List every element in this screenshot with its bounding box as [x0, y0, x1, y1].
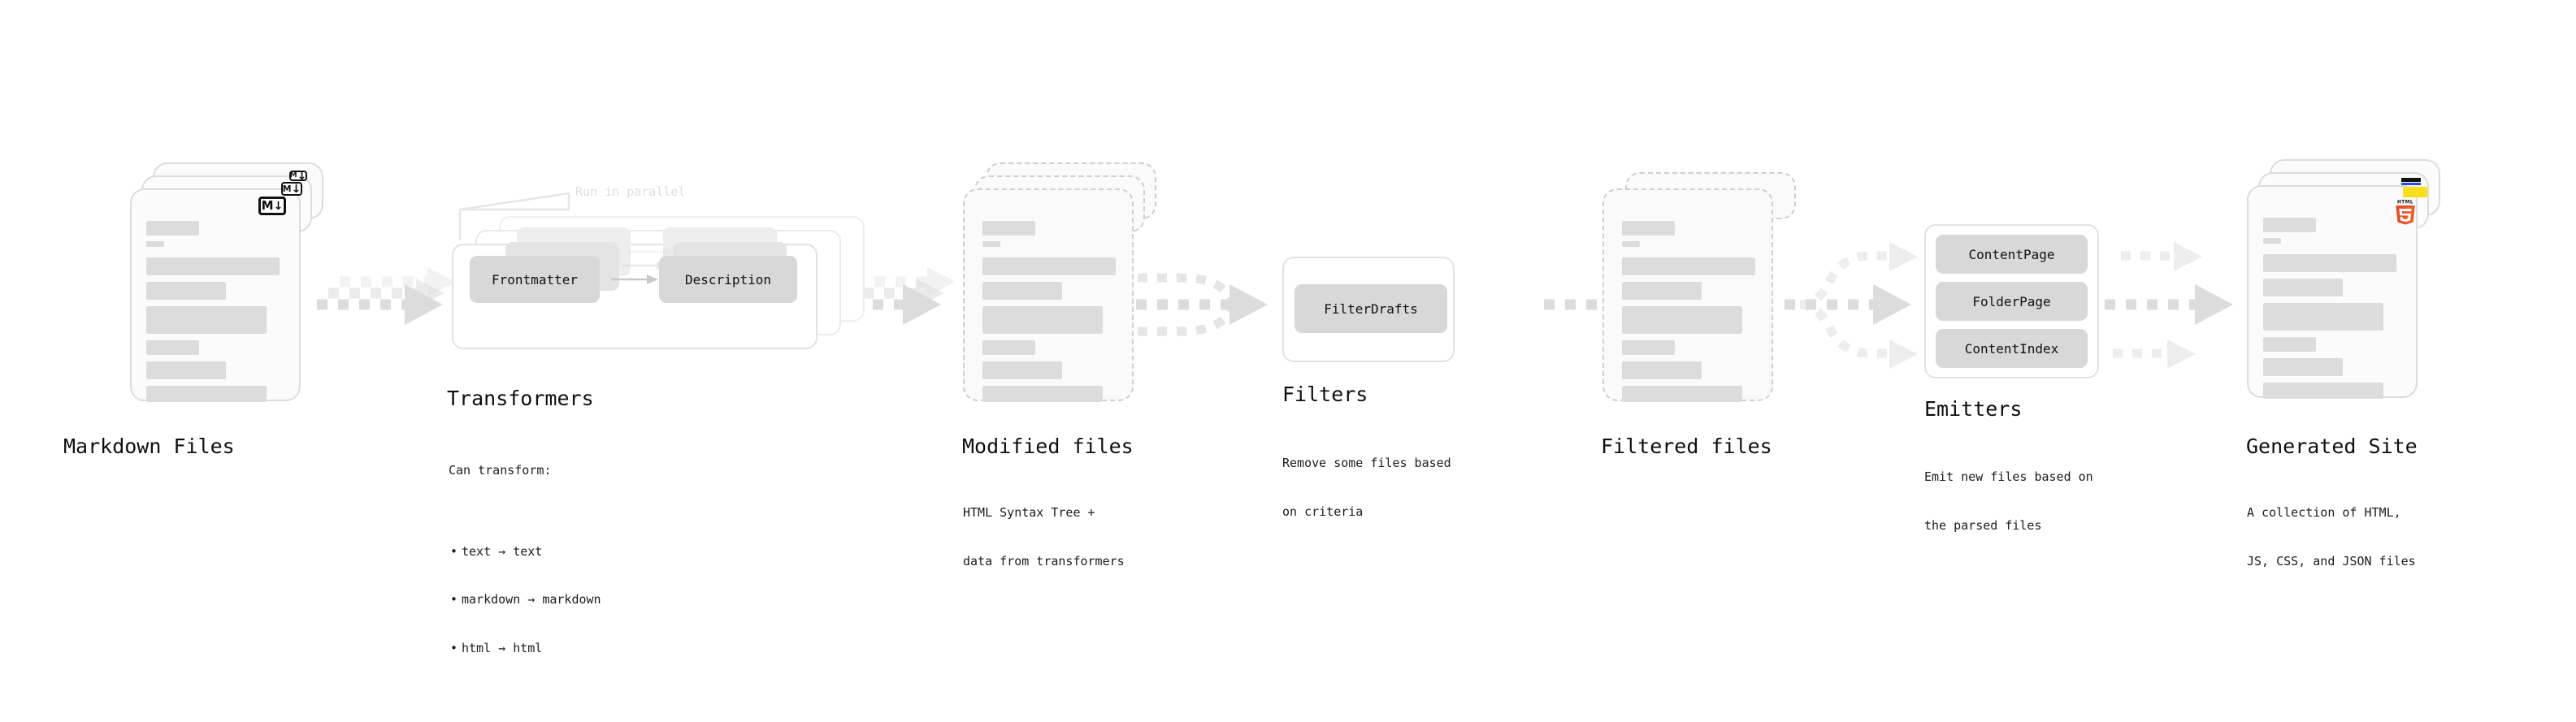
html5-icon: HTML	[2393, 198, 2418, 229]
arrow-markdown-to-transformers	[317, 267, 456, 325]
stage-caption-filters: Remove some files based on criteria	[1282, 423, 1451, 553]
caption-line: HTML Syntax Tree +	[963, 504, 1095, 520]
filter-chip-filterdrafts[interactable]: FilterDrafts	[1295, 284, 1447, 333]
chip-label: Description	[685, 271, 771, 288]
markdown-icon-letter: M	[289, 171, 297, 179]
arrow-filtered-to-emitters	[1785, 242, 1918, 369]
caption-item: markdown → markdown	[450, 592, 601, 608]
javascript-icon	[2403, 187, 2427, 197]
caption-line: Remove some files based	[1282, 455, 1451, 470]
arrow-emitters-to-site	[2105, 242, 2233, 369]
stage-title-markdown-files: Markdown Files	[63, 434, 235, 458]
stage-caption-generated-site: A collection of HTML, JS, CSS, and JSON …	[2247, 473, 2416, 603]
file-skeleton	[1602, 188, 1773, 402]
caption-line: A collection of HTML,	[2247, 504, 2401, 520]
stage-title-modified-files: Modified files	[962, 434, 1134, 458]
markdown-icon-back: M↓	[289, 169, 307, 183]
stage-title-filters: Filters	[1282, 383, 1368, 406]
file-skeleton	[2247, 185, 2418, 399]
file-skeleton	[130, 188, 301, 402]
stage-caption-emitters: Emit new files based on the parsed files	[1924, 437, 2093, 567]
stage-title-emitters: Emitters	[1924, 397, 2023, 421]
stage-title-filtered-files: Filtered files	[1601, 434, 1772, 458]
stage-caption-modified-files: HTML Syntax Tree + data from transformer…	[963, 473, 1125, 603]
markdown-icon-arrow: ↓	[297, 169, 307, 183]
modified-file-stack	[963, 162, 1158, 406]
svg-text:HTML: HTML	[2397, 200, 2413, 205]
caption-item: html → html	[450, 641, 601, 657]
stage-caption-transformers: Can transform: text → text markdown → ma…	[449, 430, 601, 722]
emitter-chip-folderpage[interactable]: FolderPage	[1936, 282, 2088, 321]
markdown-icon-letter: M	[282, 184, 292, 194]
caption-line: the parsed files	[1924, 517, 2042, 533]
chip-label: FilterDrafts	[1324, 300, 1418, 317]
stage-title-transformers: Transformers	[447, 387, 594, 410]
transformer-chip-description[interactable]: Description	[659, 256, 797, 303]
caption-line: JS, CSS, and JSON files	[2247, 553, 2416, 569]
transformer-chip-frontmatter[interactable]: Frontmatter	[470, 256, 600, 303]
chip-label: Frontmatter	[492, 271, 578, 288]
markdown-icon-arrow: ↓	[273, 199, 284, 213]
chip-label: ContentPage	[1968, 246, 2055, 262]
caption-heading: Can transform:	[449, 462, 552, 478]
css3-icon	[2401, 173, 2421, 185]
caption-line: on criteria	[1282, 504, 1364, 519]
generated-file-stack: HTML	[2247, 159, 2442, 403]
file-skeleton	[963, 188, 1134, 402]
markdown-icon-middle: M↓	[281, 182, 302, 196]
caption-line: Emit new files based on	[1924, 469, 2093, 484]
chip-label: ContentIndex	[1964, 340, 2059, 357]
caption-line: data from transformers	[963, 553, 1125, 569]
chip-label: FolderPage	[1972, 293, 2051, 309]
markdown-icon: M↓	[258, 197, 286, 215]
filtered-file-stack	[1602, 162, 1798, 406]
emitter-chip-contentindex[interactable]: ContentIndex	[1936, 329, 2088, 368]
stage-title-generated-site: Generated Site	[2246, 434, 2418, 458]
markdown-icon-arrow: ↓	[291, 182, 301, 196]
markdown-icon-letter: M	[261, 198, 274, 213]
caption-item: text → text	[450, 544, 601, 560]
emitter-chip-contentpage[interactable]: ContentPage	[1936, 235, 2088, 274]
markdown-file-stack: M↓ M↓ M↓	[130, 162, 325, 406]
run-in-parallel-label: Run in parallel	[575, 184, 686, 199]
